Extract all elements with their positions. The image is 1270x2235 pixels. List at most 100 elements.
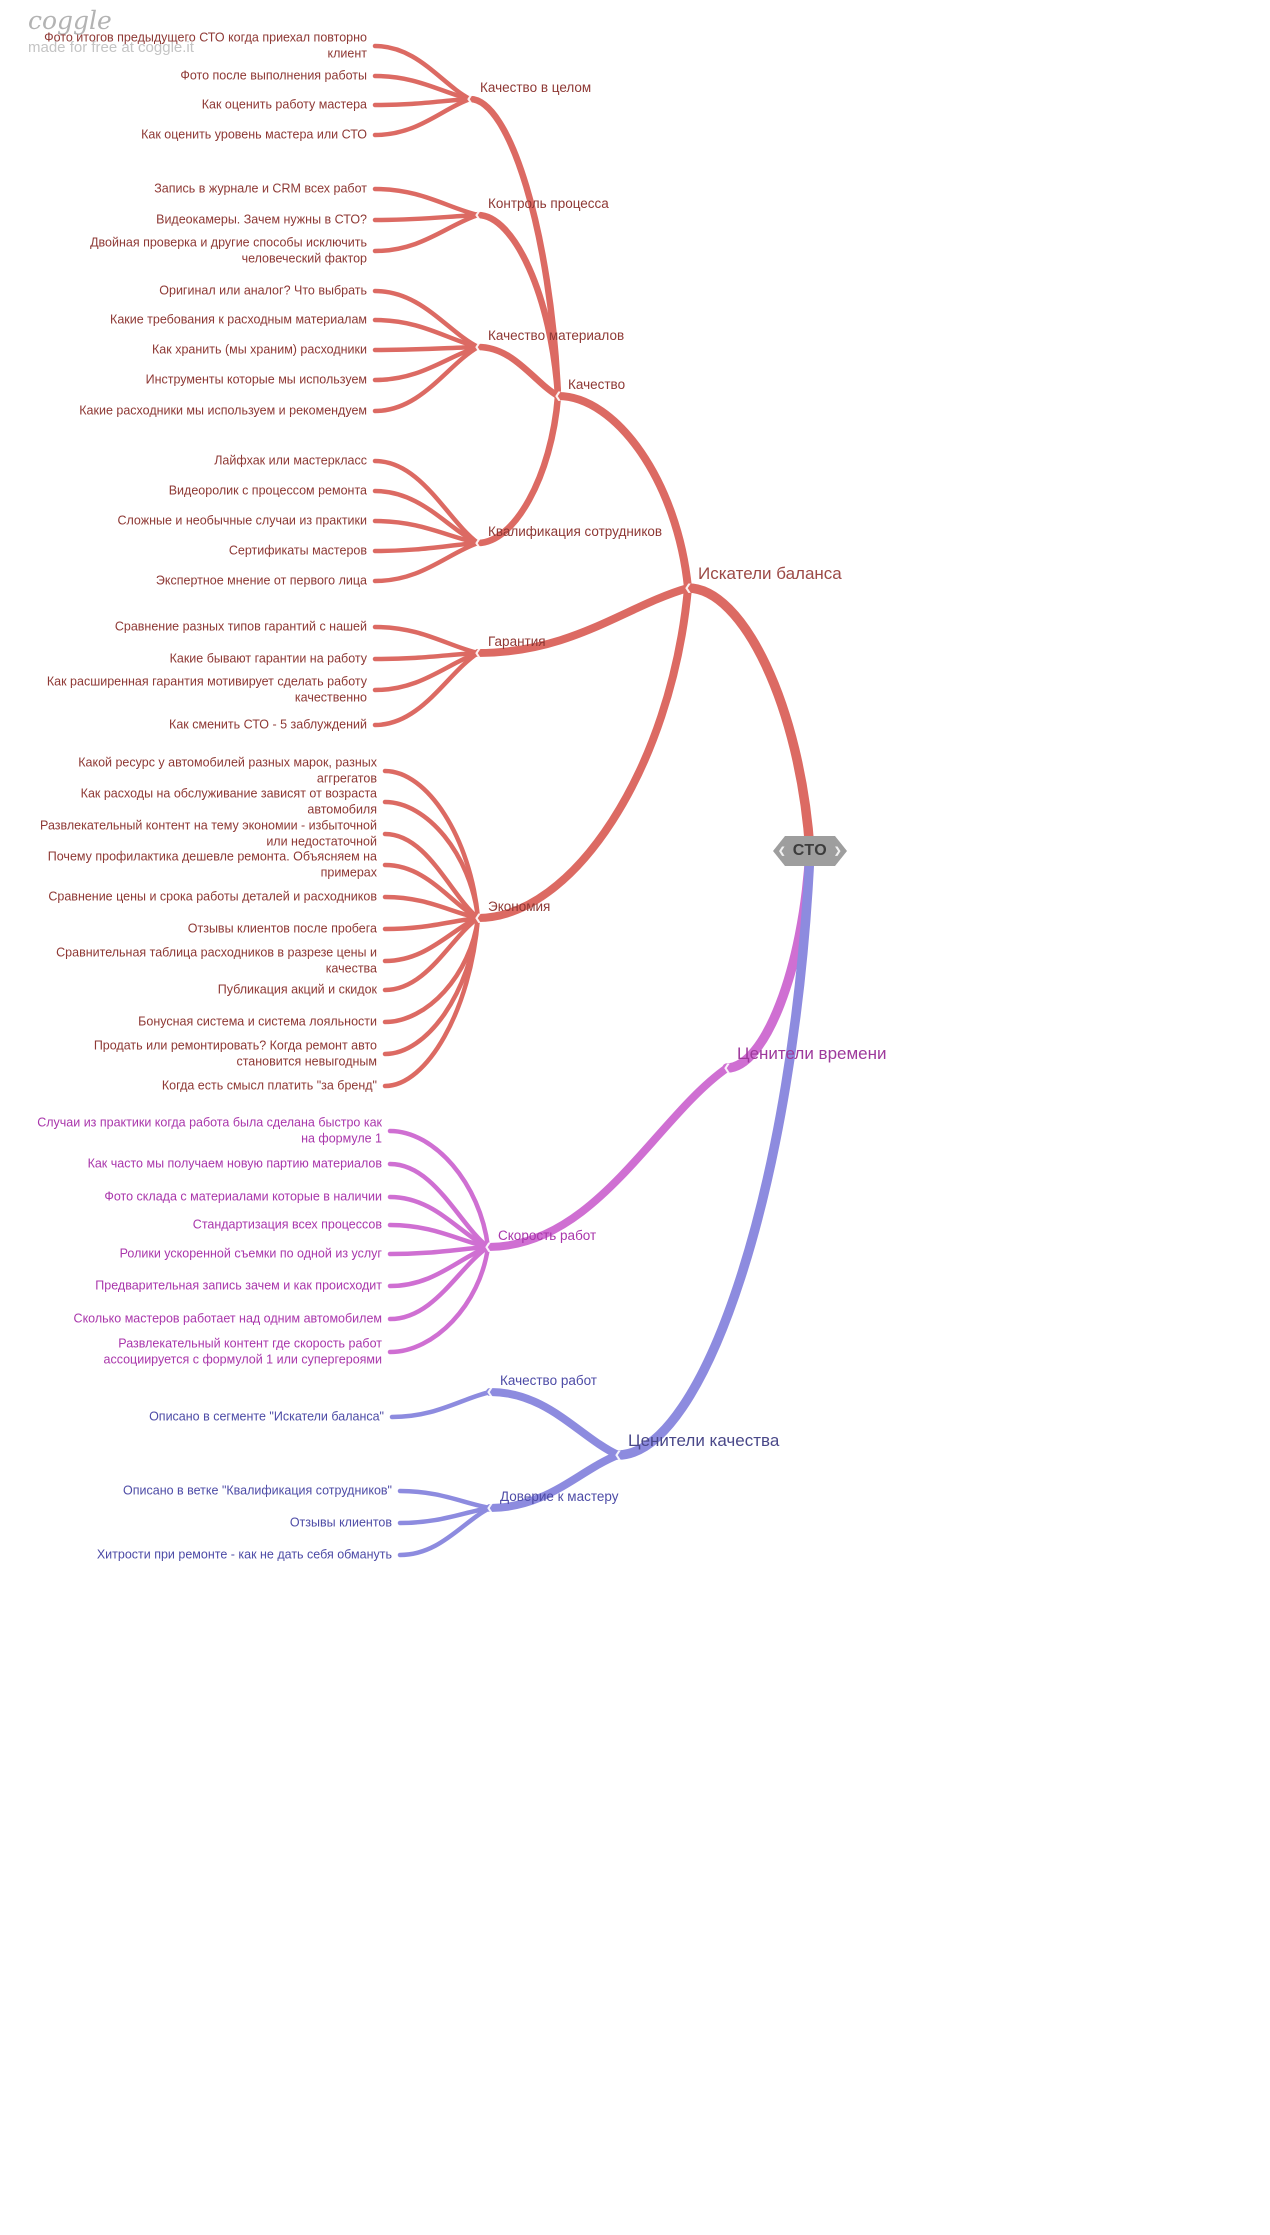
node-l26[interactable]: Сравнение цены и срока работы деталей и … bbox=[48, 889, 377, 904]
branch-curve-l21 bbox=[372, 650, 481, 728]
branch-curve-l29 bbox=[382, 915, 481, 993]
root-node-sto[interactable]: ❮ СТО ❯ bbox=[773, 836, 847, 866]
node-l6[interactable]: Видеокамеры. Зачем нужны в СТО? bbox=[156, 212, 367, 227]
node-kvalif[interactable]: Квалификация сотрудников bbox=[488, 524, 663, 539]
node-q2[interactable]: Описано в ветке "Квалификация сотруднико… bbox=[123, 1483, 392, 1498]
branch-curve-garantia bbox=[474, 584, 692, 657]
branch-curve-l18 bbox=[372, 624, 481, 656]
node-q4[interactable]: Хитрости при ремонте - как не дать себя … bbox=[96, 1547, 392, 1562]
node-l8[interactable]: Оригинал или аналог? Что выбрать bbox=[159, 283, 367, 298]
node-krabot[interactable]: Качество работ bbox=[500, 1373, 597, 1388]
branch-curve-kvalif bbox=[474, 392, 562, 547]
branch-curve-p8 bbox=[387, 1244, 491, 1355]
branch-curve-skorost bbox=[484, 1064, 731, 1251]
node-l18[interactable]: Сравнение разных типов гарантий с нашей bbox=[114, 619, 367, 634]
node-l9[interactable]: Какие требования к расходным материалам bbox=[110, 312, 367, 327]
branch-curve-l20 bbox=[372, 650, 481, 693]
node-kachestvo[interactable]: Качество bbox=[568, 377, 626, 392]
node-l1[interactable]: Фото итогов предыдущего СТО когда приеха… bbox=[44, 30, 367, 61]
node-l23[interactable]: Как расходы на обслуживание зависят от в… bbox=[80, 786, 377, 817]
branch-curve-l28 bbox=[382, 915, 481, 964]
node-l25[interactable]: Почему профилактика дешевле ремонта. Объ… bbox=[47, 849, 377, 880]
node-p8[interactable]: Развлекательный контент где скорость раб… bbox=[103, 1336, 382, 1367]
branch-curve-l19 bbox=[372, 650, 481, 662]
node-l14[interactable]: Видеоролик с процессом ремонта bbox=[168, 483, 367, 498]
branch-curve-l10 bbox=[372, 344, 481, 353]
node-p2[interactable]: Как часто мы получаем новую партию матер… bbox=[87, 1156, 382, 1171]
node-q3[interactable]: Отзывы клиентов bbox=[289, 1515, 392, 1530]
node-l15[interactable]: Сложные и необычные случаи из практики bbox=[117, 513, 367, 528]
branch-curve-l14 bbox=[372, 488, 481, 546]
node-l16[interactable]: Сертификаты мастеров bbox=[228, 543, 367, 558]
node-l31[interactable]: Продать или ремонтировать? Когда ремонт … bbox=[93, 1038, 377, 1069]
node-l4[interactable]: Как оценить уровень мастера или СТО bbox=[141, 127, 367, 142]
node-p1[interactable]: Случаи из практики когда работа была сде… bbox=[37, 1115, 382, 1146]
node-l2[interactable]: Фото после выполнения работы bbox=[180, 68, 367, 83]
node-l13[interactable]: Лайфхак или мастеркласс bbox=[214, 453, 367, 468]
branch-curve-krabot bbox=[486, 1388, 622, 1459]
node-kv_celom[interactable]: Качество в целом bbox=[480, 80, 592, 95]
node-l20[interactable]: Как расширенная гарантия мотивирует сдел… bbox=[46, 674, 367, 705]
node-l17[interactable]: Экспертное мнение от первого лица bbox=[155, 573, 367, 588]
branch-curve-p4 bbox=[387, 1222, 491, 1250]
node-l19[interactable]: Какие бывают гарантии на работу bbox=[169, 651, 367, 666]
branch-curve-l17 bbox=[372, 540, 481, 584]
coggle-tagline-link[interactable]: made for free at coggle.it bbox=[28, 39, 194, 56]
node-l11[interactable]: Инструменты которые мы используем bbox=[145, 372, 367, 387]
branch-curve-l3 bbox=[372, 96, 473, 108]
collapse-right-icon[interactable]: ❯ bbox=[833, 845, 842, 856]
node-l29[interactable]: Публикация акций и скидок bbox=[217, 982, 377, 997]
node-skorost[interactable]: Скорость работ bbox=[498, 1228, 597, 1243]
branch-curve-q4 bbox=[397, 1505, 493, 1558]
branch-curve-kmat bbox=[474, 343, 562, 400]
node-p6[interactable]: Предварительная запись зачем и как проис… bbox=[95, 1278, 382, 1293]
node-p3[interactable]: Фото склада с материалами которые в нали… bbox=[104, 1189, 382, 1204]
node-l5[interactable]: Запись в журнале и CRM всех работ bbox=[154, 181, 367, 196]
node-doverie[interactable]: Доверие к мастеру bbox=[500, 1489, 619, 1504]
node-l10[interactable]: Как хранить (мы храним) расходники bbox=[152, 342, 367, 357]
node-l12[interactable]: Какие расходники мы используем и рекомен… bbox=[79, 403, 367, 418]
node-ckachestva[interactable]: Ценители качества bbox=[628, 1431, 780, 1450]
branch-curve-l4 bbox=[372, 96, 473, 138]
branch-curve-l5 bbox=[372, 186, 481, 218]
node-iskateli[interactable]: Искатели баланса bbox=[698, 564, 842, 583]
branch-curve-kachestvo bbox=[554, 392, 692, 592]
node-kmat[interactable]: Качество материалов bbox=[488, 328, 625, 343]
node-l28[interactable]: Сравнительная таблица расходников в разр… bbox=[56, 945, 377, 976]
branch-curve-q2 bbox=[397, 1488, 493, 1511]
node-l30[interactable]: Бонусная система и система лояльности bbox=[138, 1014, 377, 1029]
node-l24[interactable]: Развлекательный контент на тему экономии… bbox=[40, 818, 377, 849]
node-l32[interactable]: Когда есть смысл платить "за бренд" bbox=[161, 1078, 377, 1093]
node-l7[interactable]: Двойная проверка и другие способы исключ… bbox=[90, 235, 367, 266]
node-p4[interactable]: Стандартизация всех процессов bbox=[192, 1217, 382, 1232]
branch-curve-l27 bbox=[382, 915, 481, 932]
branch-curve-p6 bbox=[387, 1244, 491, 1289]
node-kontrol[interactable]: Контроль процесса bbox=[488, 196, 609, 211]
branch-curve-p3 bbox=[387, 1194, 491, 1250]
branch-curve-q1 bbox=[389, 1389, 493, 1420]
branch-curve-ckachestva bbox=[613, 846, 815, 1460]
branch-curve-l12 bbox=[372, 344, 481, 414]
branch-curve-l1 bbox=[372, 43, 473, 102]
node-l27[interactable]: Отзывы клиентов после пробега bbox=[187, 921, 377, 936]
node-q1[interactable]: Описано в сегменте "Искатели баланса" bbox=[149, 1409, 384, 1424]
node-l21[interactable]: Как сменить СТО - 5 заблуждений bbox=[169, 717, 367, 732]
node-l22[interactable]: Какой ресурс у автомобилей разных марок,… bbox=[78, 755, 377, 786]
branch-curve-l23 bbox=[382, 799, 481, 921]
branch-curve-p1 bbox=[387, 1128, 491, 1250]
node-p7[interactable]: Сколько мастеров работает над одним авто… bbox=[73, 1311, 382, 1326]
branch-curve-p7 bbox=[387, 1244, 491, 1322]
branch-curve-l15 bbox=[372, 518, 481, 546]
collapse-left-icon[interactable]: ❮ bbox=[778, 845, 787, 856]
node-garantia[interactable]: Гарантия bbox=[488, 634, 546, 649]
node-ekonomia[interactable]: Экономия bbox=[488, 899, 551, 914]
branch-curve-ekonomia bbox=[474, 584, 692, 922]
node-cvremeni[interactable]: Ценители времени bbox=[737, 1044, 887, 1063]
node-p5[interactable]: Ролики ускоренной съемки по одной из усл… bbox=[119, 1246, 382, 1261]
branch-curve-l6 bbox=[372, 212, 481, 223]
branch-curve-doverie bbox=[486, 1451, 622, 1512]
coggle-watermark: coggle made for free at coggle.it bbox=[28, 6, 194, 56]
node-l3[interactable]: Как оценить работу мастера bbox=[201, 97, 367, 112]
